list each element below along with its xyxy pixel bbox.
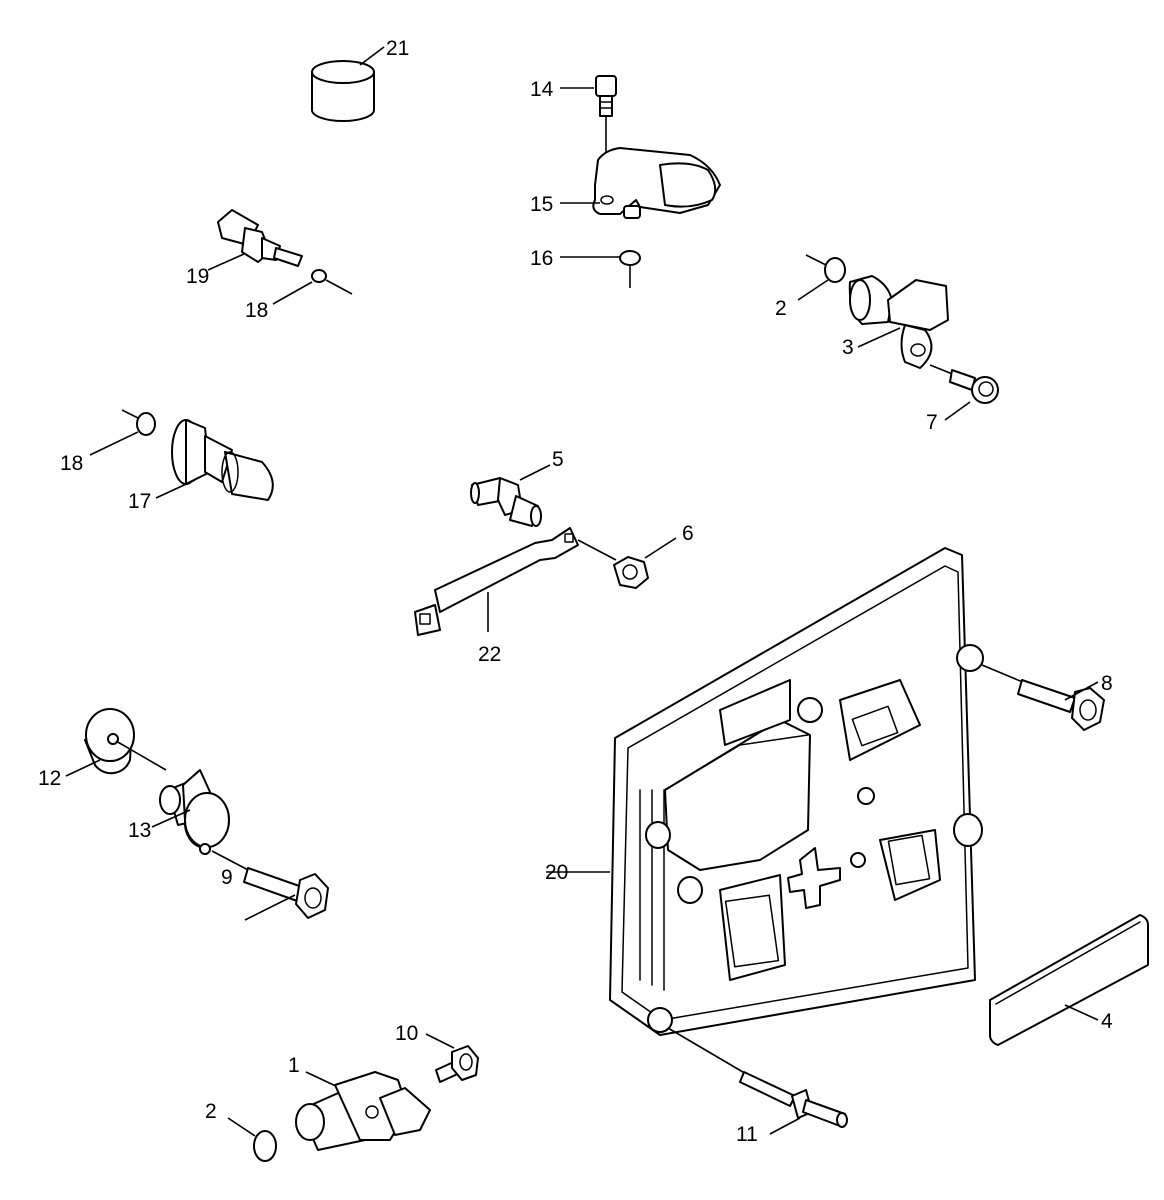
callout-20: 20 [545,861,568,884]
part-5-banjo-bolt [470,464,551,527]
part-11-stud [667,1027,848,1135]
callout-10: 10 [395,1022,418,1045]
callout-14: 14 [530,78,554,101]
callout-16: 16 [530,247,553,270]
callout-13: 13 [128,819,151,842]
part-16-o-ring [560,250,641,288]
part-2-o-ring-upper [797,254,846,301]
part-6-nut [613,537,677,589]
callout-5: 5 [552,448,564,471]
callout-2-lower: 2 [205,1100,217,1123]
callout-2-upper: 2 [775,297,787,320]
callout-4: 4 [1101,1010,1113,1033]
part-21-cap [311,46,385,122]
callout-7: 7 [926,411,938,434]
part-2-o-ring-lower [227,1117,277,1162]
callout-17: 17 [128,490,151,513]
part-13-spacer [151,769,230,855]
part-9-bolt [211,850,329,921]
callout-18-lower: 18 [60,452,83,475]
callout-8: 8 [1101,672,1113,695]
part-19-temperature-sensor [207,209,303,271]
callout-9: 9 [221,866,233,889]
part-15-pressure-sensor [560,147,721,219]
callout-labels: 21 14 15 16 19 18 2 3 7 18 17 5 6 22 8 1… [38,37,1113,1146]
callout-19: 19 [186,265,209,288]
part-12-washer [65,708,167,777]
part-3-speed-sensor [848,275,949,369]
callout-1: 1 [288,1054,300,1077]
part-18-o-ring-lower [89,409,156,456]
part-14-screw [560,75,617,160]
callout-22: 22 [478,643,501,666]
part-4-label-plate [989,914,1149,1046]
part-18-o-ring-upper [272,269,353,305]
callout-3: 3 [842,336,854,359]
callout-15: 15 [530,193,553,216]
callout-21: 21 [386,37,409,60]
part-20-ecu-housing [546,547,984,1036]
callout-12: 12 [38,767,61,790]
part-8-bolt [981,664,1105,731]
part-22-strap [414,527,617,636]
part-7-bolt [929,364,999,421]
callout-18-upper: 18 [245,299,268,322]
callout-6: 6 [682,522,694,545]
part-17-pressure-switch [155,419,274,501]
part-10-bolt [425,1033,479,1083]
part-1-camshaft-sensor [295,1071,431,1151]
callout-11: 11 [736,1123,758,1146]
